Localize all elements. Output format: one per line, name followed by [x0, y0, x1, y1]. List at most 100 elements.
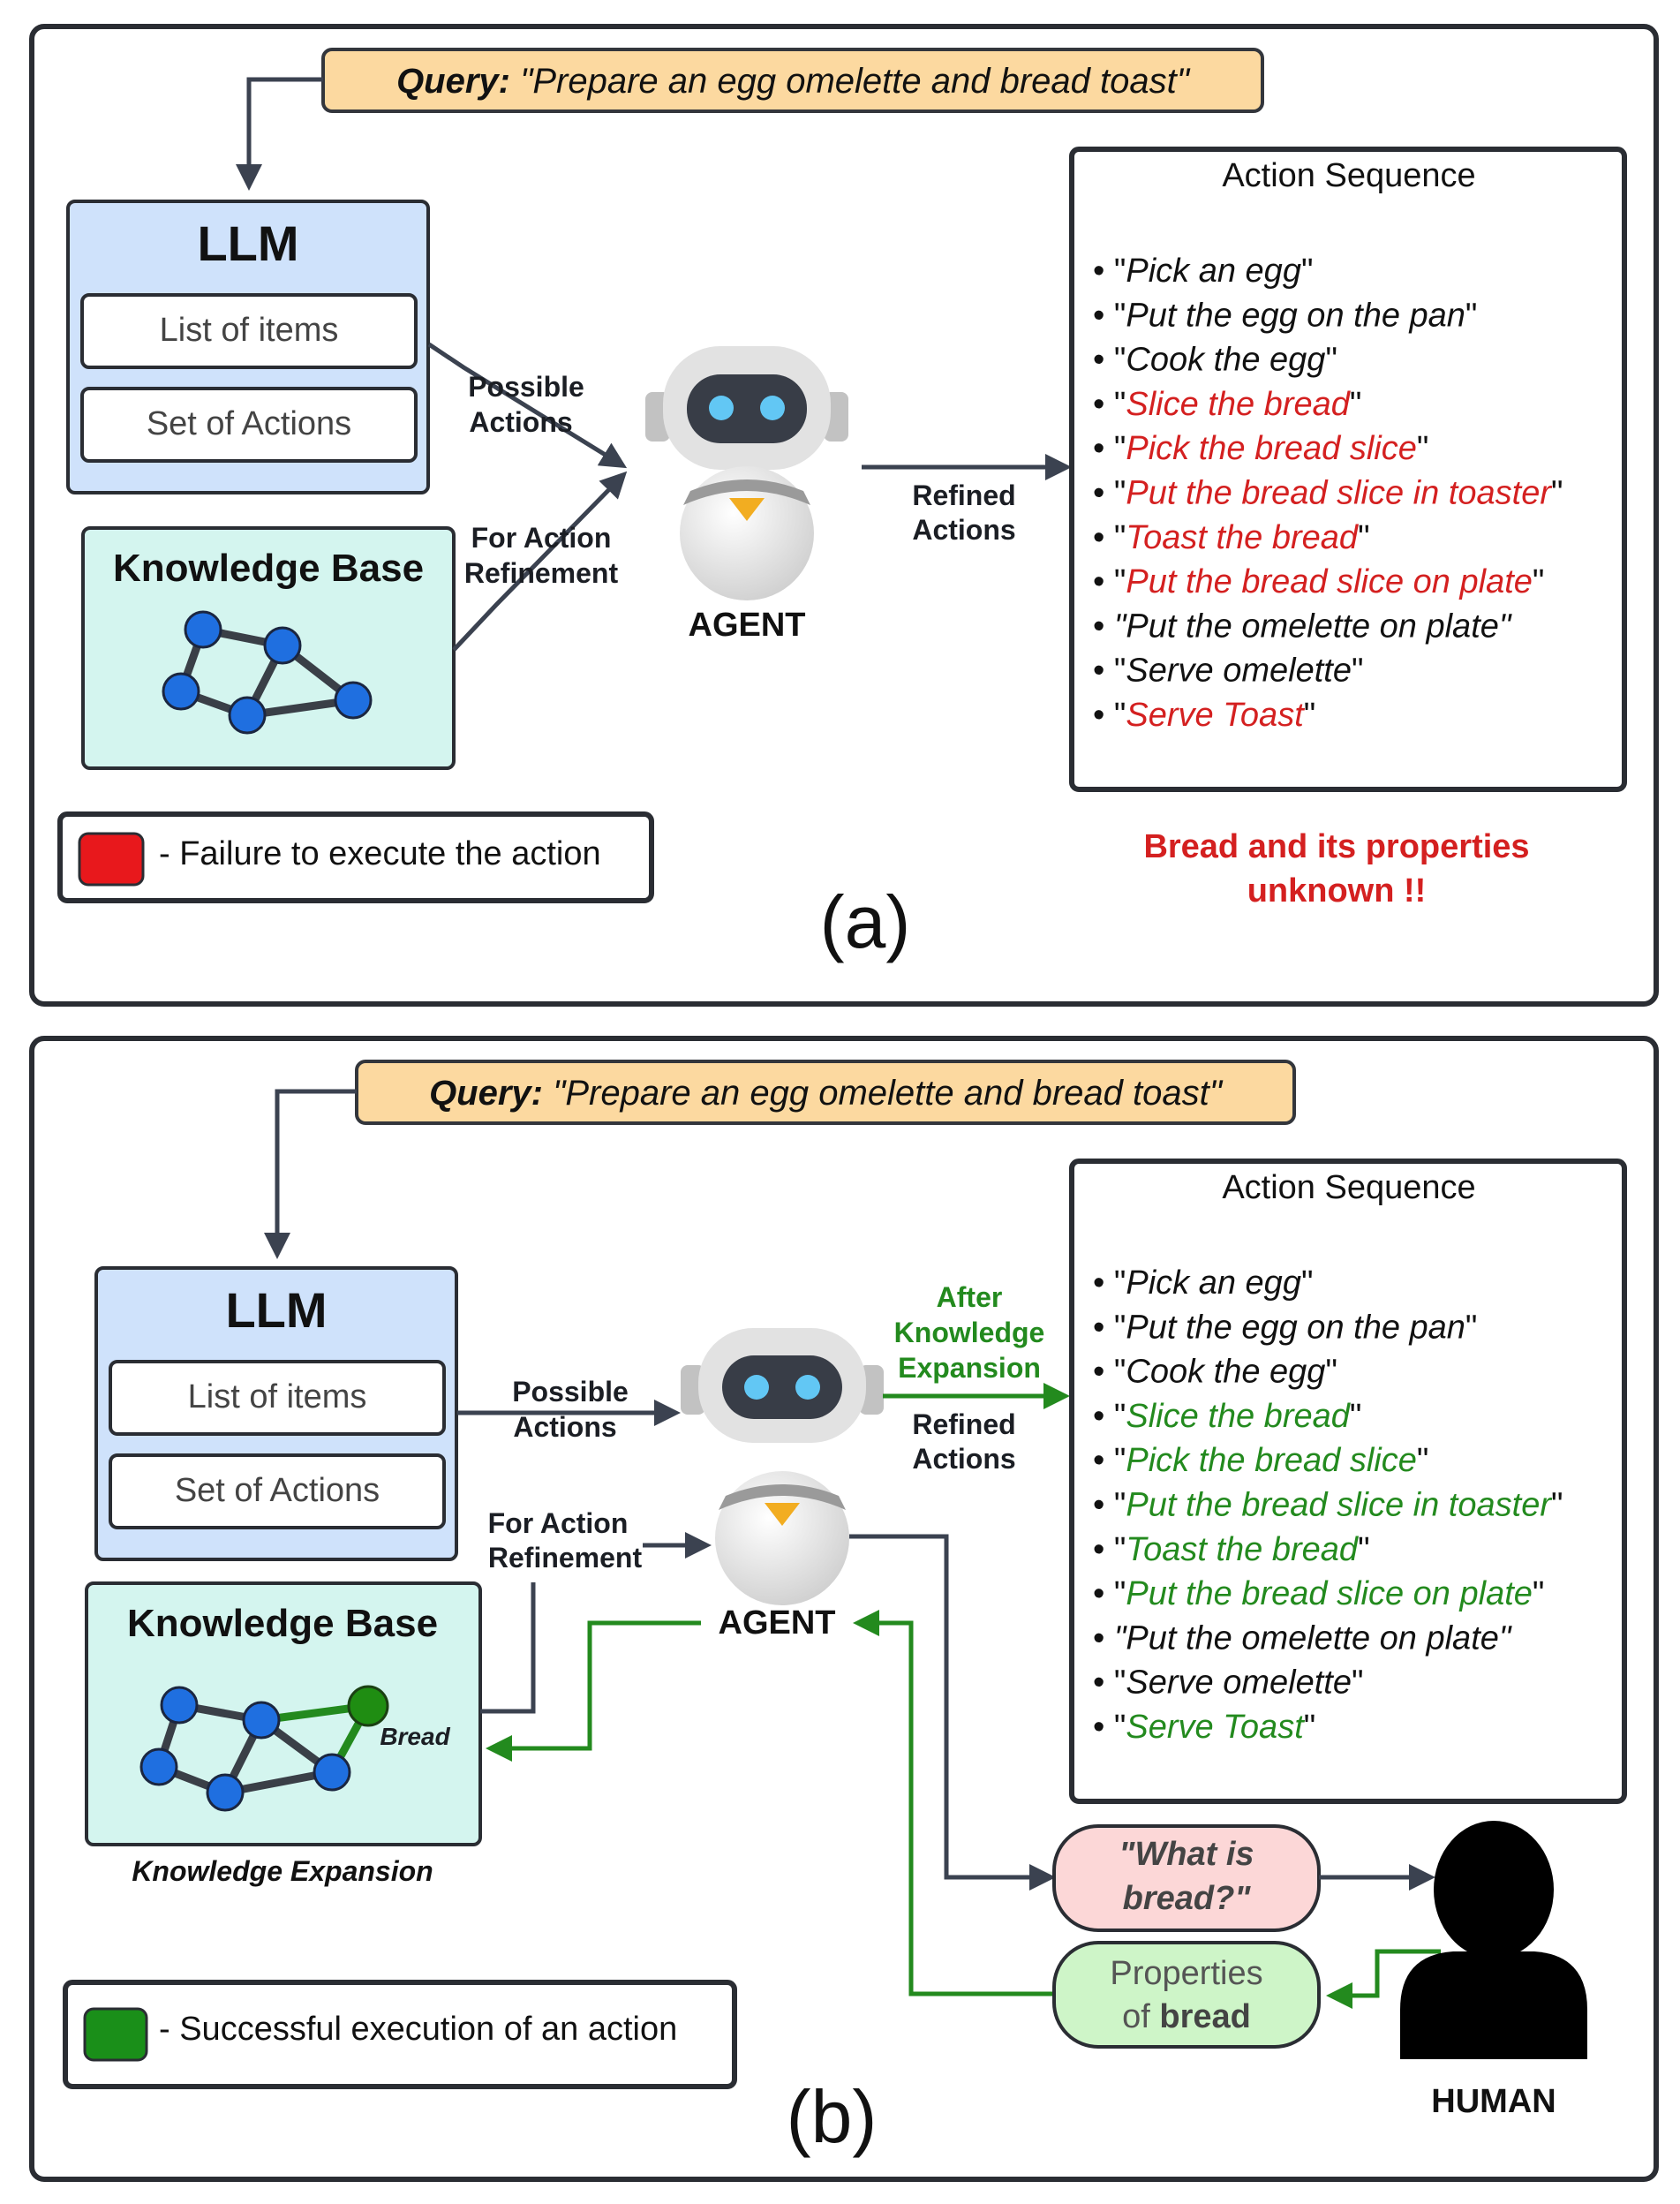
- action-item: • "Slice the bread": [1093, 386, 1361, 423]
- after-expansion-label: Knowledge: [894, 1317, 1045, 1348]
- panel-a: Query: "Prepare an egg omelette and brea…: [29, 24, 1659, 1007]
- action-item: • "Put the bread slice on plate": [1093, 1575, 1544, 1612]
- graph-node: [206, 1773, 245, 1812]
- action-item: • "Pick an egg": [1093, 1264, 1313, 1302]
- action-sequence-a: Action Sequence • "Pick an egg" • "Put th…: [1069, 147, 1627, 792]
- possible-actions-label: Possible: [468, 371, 584, 403]
- query-to-llm-arrow-b: [264, 1089, 357, 1259]
- possible-actions-arrow-a: [427, 342, 628, 469]
- refinement-arrow-a: [452, 471, 628, 652]
- legend-a: - Failure to execute the action: [57, 811, 654, 903]
- refined-actions-label: Refined: [912, 1408, 1015, 1440]
- graph-node: [184, 610, 222, 649]
- after-expansion-label: Expansion: [898, 1352, 1041, 1384]
- properties-text: bread: [1159, 1998, 1250, 2035]
- graph-node: [263, 626, 302, 665]
- knowledge-base-a: Knowledge Base: [81, 526, 456, 770]
- action-item: • "Serve Toast": [1093, 697, 1315, 734]
- possible-actions-label: Actions: [469, 406, 572, 438]
- graph-node: [334, 681, 373, 720]
- refined-actions-label: Actions: [912, 514, 1015, 546]
- graph-node: [242, 1701, 281, 1740]
- llm-item-list-of-items: List of items: [188, 1378, 367, 1415]
- properties-text: of: [1122, 1998, 1150, 2035]
- kb-title: Knowledge Base: [127, 1602, 438, 1645]
- kb-caption: Knowledge Expansion: [132, 1855, 433, 1887]
- action-item: • "Serve Toast": [1093, 1709, 1315, 1746]
- robot-icon: [681, 1328, 884, 1605]
- legend-text: - Successful execution of an action: [159, 2011, 677, 2048]
- graph-node: [228, 696, 267, 735]
- caption-a: (a): [820, 880, 911, 963]
- graph-node: [162, 672, 200, 711]
- svg-text:Query: "Prepare an egg omelett: Query: "Prepare an egg omelette and brea…: [429, 1074, 1224, 1113]
- kb-to-refinement-line: [480, 1582, 536, 1714]
- refined-actions-label: Actions: [912, 1443, 1015, 1475]
- agent-to-kb-arrow: [486, 1620, 701, 1762]
- query-text: "Prepare an egg omelette and bread toast…: [553, 1074, 1224, 1113]
- graph-node: [160, 1686, 199, 1725]
- llm-item-list-of-items: List of items: [160, 312, 339, 349]
- query-label: Query:: [429, 1074, 543, 1113]
- bread-node-label: Bread: [380, 1723, 450, 1750]
- action-item: • "Serve omelette": [1093, 1664, 1363, 1702]
- query-box-a: Query: "Prepare an egg omelette and brea…: [321, 48, 1264, 113]
- after-expansion-label: After: [937, 1281, 1003, 1313]
- query-box-b: Query: "Prepare an egg omelette and brea…: [355, 1060, 1296, 1125]
- action-item: • "Put the bread slice in toaster": [1093, 1487, 1563, 1524]
- agent-label: AGENT: [719, 1604, 836, 1642]
- for-action-refinement-label: Refinement: [464, 557, 619, 589]
- for-action-refinement-label: For Action: [471, 522, 612, 554]
- possible-actions-label: Possible: [512, 1376, 629, 1408]
- success-swatch: [83, 2007, 148, 2062]
- bread-node: [347, 1685, 389, 1727]
- action-item: • "Put the egg on the pan": [1093, 297, 1477, 334]
- panel-b: Query: "Prepare an egg omelette and brea…: [29, 1036, 1659, 2182]
- graph-node: [313, 1753, 351, 1792]
- action-sequence-title: Action Sequence: [1222, 157, 1475, 194]
- action-item: • "Put the omelette on plate": [1093, 608, 1512, 645]
- legend-text: - Failure to execute the action: [159, 835, 601, 872]
- llm-box-a: LLM List of items Set of Actions: [66, 200, 430, 494]
- human-to-properties-arrow: [1326, 1949, 1441, 2009]
- query-to-llm-arrow-a: [236, 77, 323, 191]
- person-icon: [1400, 1821, 1587, 2059]
- action-item: • "Serve omelette": [1093, 653, 1363, 690]
- action-item: • "Put the bread slice on plate": [1093, 563, 1544, 600]
- action-sequence-b: Action Sequence • "Pick an egg"• "Put th…: [1069, 1159, 1627, 1804]
- action-item: • "Pick the bread slice": [1093, 1442, 1428, 1479]
- for-action-refinement-label: Refinement: [488, 1542, 643, 1574]
- robot-icon: [645, 346, 848, 600]
- agent-to-question-arrow: [849, 1534, 1056, 1891]
- svg-text:Query: "Prepare an egg omelett: Query: "Prepare an egg omelette and brea…: [396, 62, 1191, 101]
- action-item: • "Cook the egg": [1093, 1354, 1337, 1391]
- action-item: • "Slice the bread": [1093, 1398, 1361, 1435]
- warning-text: Bread and its properties: [1143, 828, 1529, 865]
- question-text: "What is: [1119, 1836, 1254, 1873]
- failure-swatch: [78, 832, 145, 887]
- llm-item-set-of-actions: Set of Actions: [147, 405, 351, 442]
- action-item: • "Put the omelette on plate": [1093, 1619, 1512, 1657]
- action-item: • "Pick an egg": [1093, 253, 1313, 290]
- action-item: • "Cook the egg": [1093, 342, 1337, 379]
- query-label: Query:: [396, 62, 510, 101]
- llm-box-b: LLM List of items Set of Actions: [94, 1266, 458, 1561]
- action-item: • "Toast the bread": [1093, 1531, 1370, 1568]
- caption-b: (b): [787, 2075, 878, 2158]
- action-item: • "Put the egg on the pan": [1093, 1309, 1477, 1346]
- query-text: "Prepare an egg omelette and bread toast…: [520, 62, 1191, 101]
- action-item: • "Toast the bread": [1093, 519, 1370, 556]
- action-item: • "Put the bread slice in toaster": [1093, 475, 1563, 512]
- possible-actions-label: Actions: [513, 1411, 616, 1443]
- legend-b: - Successful execution of an action: [63, 1980, 737, 2089]
- kb-title: Knowledge Base: [113, 547, 424, 590]
- refined-actions-label: Refined: [912, 479, 1015, 511]
- question-bubble: "What is bread?": [1052, 1824, 1321, 1932]
- llm-title: LLM: [197, 215, 298, 271]
- graph-node: [139, 1747, 178, 1786]
- properties-text: Properties: [1110, 1955, 1262, 1992]
- warning-text: unknown !!: [1247, 872, 1427, 910]
- human-label: HUMAN: [1431, 2083, 1556, 2120]
- agent-label: AGENT: [689, 607, 806, 644]
